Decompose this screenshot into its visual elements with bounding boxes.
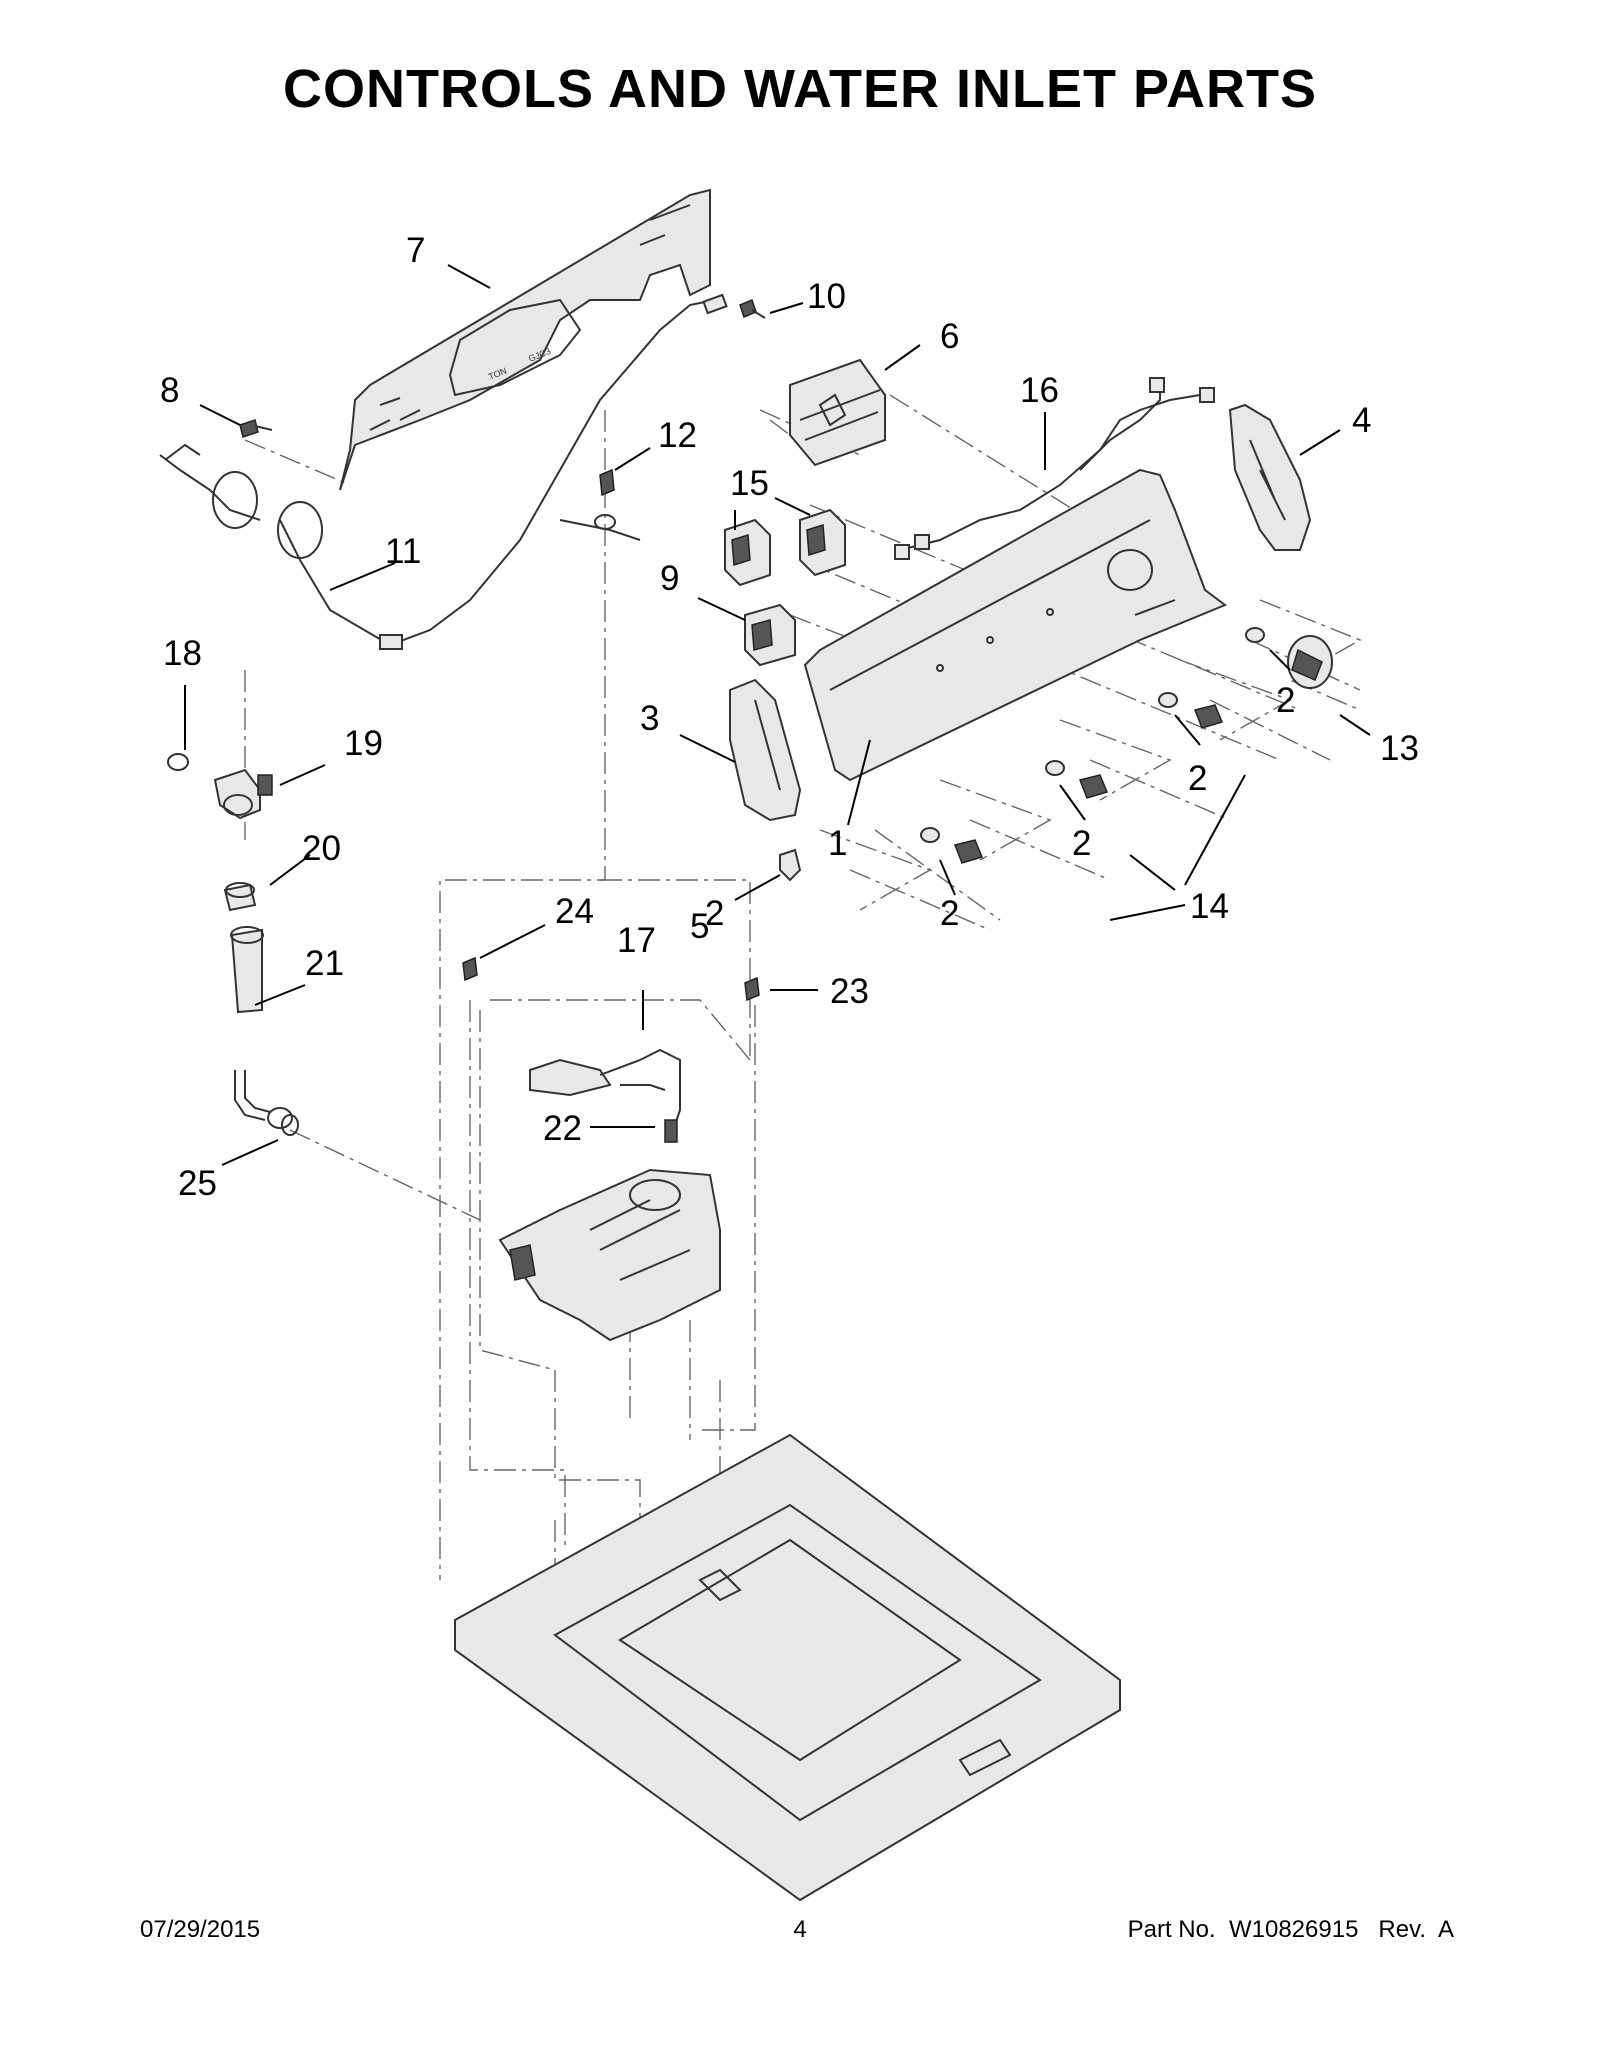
callout-10: 10 [807,277,846,316]
callout-14: 14 [1190,887,1229,926]
callout-5: 5 [690,907,709,946]
console-panel-part-1 [803,468,1228,782]
callout-3: 3 [640,699,659,738]
screw-part-24 [462,956,478,982]
top-panel [454,1433,1121,1902]
switch-part-15 [724,508,846,587]
callout-labels: 7 10 6 8 16 4 12 15 11 9 18 3 2 2 13 19 … [160,231,1419,1203]
screw-part-23 [744,976,760,1002]
callout-2a: 2 [1276,681,1295,720]
knob-part-13 [1287,635,1333,689]
footer-page-number: 4 [793,1916,807,1943]
control-board-part-6 [789,358,886,467]
callout-2d: 2 [940,894,959,933]
callout-21: 21 [305,944,344,983]
callout-24: 24 [555,892,594,931]
callout-8: 8 [160,371,179,410]
switch-part-9 [744,603,796,667]
callout-19: 19 [344,724,383,763]
callout-7: 7 [406,231,425,270]
callout-2b: 2 [1188,759,1207,798]
callout-9: 9 [660,559,679,598]
end-cap-part-4 [1228,403,1312,551]
clip-part-5 [779,848,802,882]
rear-control-housing-part-7: TON GJC3 [339,188,711,491]
buttons-and-caps-parts-2-14 [920,627,1265,864]
callout-2e: 2 [705,894,724,933]
end-cap-part-3 [729,678,802,822]
dispenser-assembly [498,1168,721,1342]
callout-18: 18 [163,634,202,673]
callout-13: 13 [1380,729,1419,768]
callout-20: 20 [302,829,341,868]
callout-15: 15 [730,464,769,503]
valve-harness-part-17 [529,1048,681,1143]
callout-6: 6 [940,317,959,356]
callout-2c: 2 [1072,824,1091,863]
wire-harness-part-11 [159,293,728,650]
callout-17: 17 [617,921,656,960]
screw-part-12 [594,468,616,530]
screw-part-8 [239,419,273,438]
leader-lines [184,264,1371,1166]
callout-11: 11 [385,532,421,571]
screw-part-10 [739,298,766,319]
callout-22: 22 [543,1109,582,1148]
callout-23: 23 [830,972,869,1011]
callout-12: 12 [658,416,697,455]
wire-harness-part-16 [894,377,1215,560]
page-title: CONTROLS AND WATER INLET PARTS [283,59,1317,119]
water-inlet-parts [167,753,299,1136]
callout-1: 1 [828,824,847,863]
footer-part-number: Part No. W10826915 Rev. A [1127,1916,1454,1943]
callout-25: 25 [178,1164,217,1203]
footer-date: 07/29/2015 [140,1916,261,1943]
callout-16: 16 [1020,371,1059,410]
callout-4: 4 [1352,401,1371,440]
